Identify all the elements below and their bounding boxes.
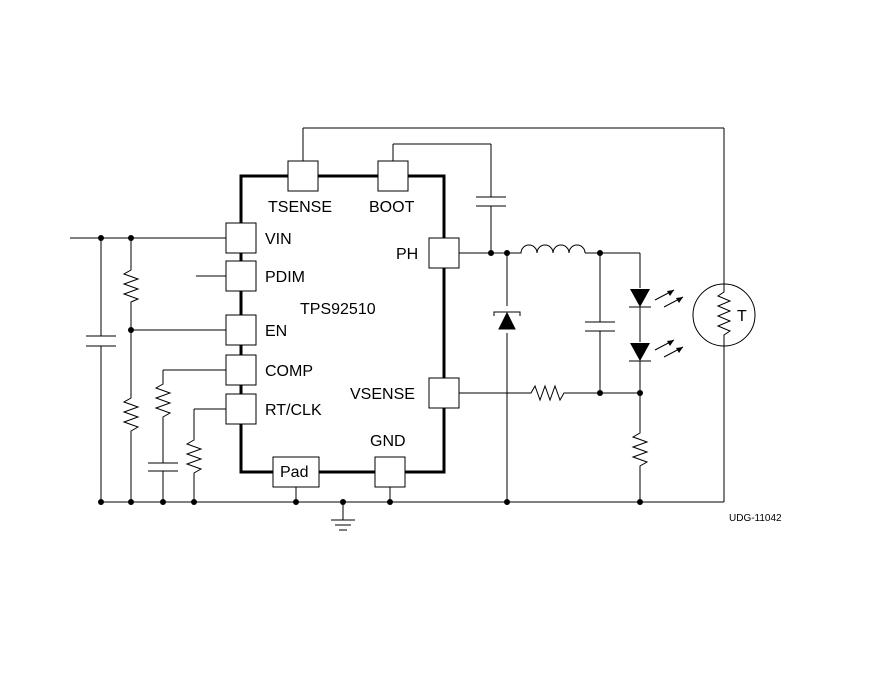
pin-vin	[225, 222, 257, 254]
label-vsense: VSENSE	[350, 386, 415, 403]
label-ph: PH	[396, 246, 418, 263]
resistor-comp	[154, 377, 172, 426]
pin-pdim	[225, 260, 257, 292]
label-rtclk: RT/CLK	[265, 402, 322, 419]
pin-comp	[225, 354, 257, 386]
ic-chip	[225, 160, 460, 488]
pin-labels: TSENSE BOOT VIN PDIM EN COMP RT/CLK PH V…	[265, 199, 418, 481]
figure-id: UDG-11042	[729, 513, 782, 524]
chip-name: TPS92510	[300, 301, 376, 318]
thermistor-label: T	[737, 308, 747, 325]
label-vin: VIN	[265, 231, 292, 248]
pin-rtclk	[225, 393, 257, 425]
pin-en	[225, 314, 257, 346]
resistor-en-top	[122, 265, 140, 307]
pin-gnd	[374, 456, 406, 488]
label-tsense: TSENSE	[268, 199, 332, 216]
schottky-diode	[493, 311, 521, 330]
label-gnd: GND	[370, 433, 406, 450]
wires	[70, 127, 725, 520]
led-bottom	[629, 339, 684, 362]
label-en: EN	[265, 323, 287, 340]
capacitor-boot	[476, 196, 506, 207]
ground-symbol	[331, 519, 355, 531]
junction-dots	[98, 235, 643, 505]
label-comp: COMP	[265, 363, 313, 380]
resistor-en-bottom	[122, 393, 140, 440]
pin-ph	[428, 237, 460, 269]
resistors	[122, 265, 649, 478]
pin-pad	[272, 456, 320, 488]
pin-boot	[377, 160, 409, 192]
capacitors	[86, 196, 615, 472]
resistor-rt	[185, 433, 203, 478]
led-top	[629, 289, 684, 308]
label-pad: Pad	[280, 464, 308, 481]
thermistor: T	[692, 283, 756, 347]
capacitor-output	[585, 321, 615, 332]
label-boot: BOOT	[369, 199, 415, 216]
capacitor-input	[86, 335, 116, 347]
label-pdim: PDIM	[265, 269, 305, 286]
resistor-vsense	[526, 384, 568, 402]
capacitor-comp	[148, 462, 178, 472]
resistor-sense	[631, 428, 649, 470]
pin-tsense	[287, 160, 319, 192]
inductor	[520, 244, 586, 254]
pin-vsense	[428, 377, 460, 409]
